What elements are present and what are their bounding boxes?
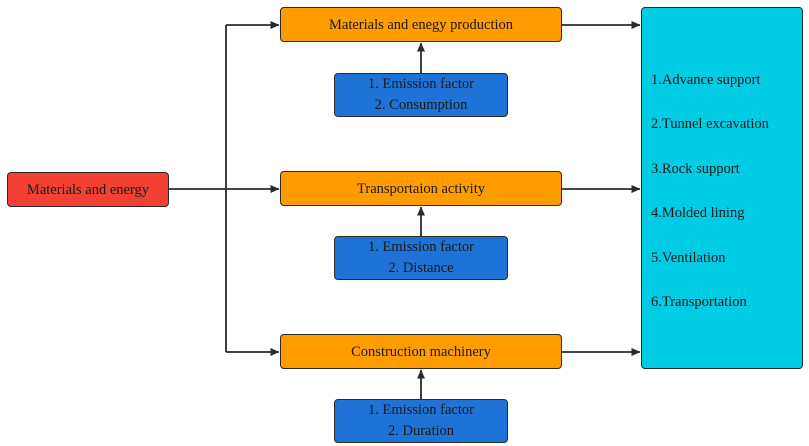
parameter-line-1: 1. Emission factor [368, 76, 474, 92]
parameter-line-2: 2. Distance [388, 260, 454, 276]
construction-machinery-node: Construction machinery [280, 334, 562, 369]
construction-machinery-label: Construction machinery [351, 343, 491, 360]
parameter-line-2: 2. Duration [387, 423, 455, 439]
parameter-line-1: 1. Emission factor [368, 239, 474, 255]
stage-ventilation: 5.Ventilation [651, 249, 726, 266]
materials-and-energy-label: Materials and energy [26, 181, 150, 198]
transportation-activity-label: Transportaion activity [357, 180, 485, 197]
transportation-activity-node: Transportaion activity [280, 171, 562, 206]
duration-parameters-node: 1. Emission factor 2. Duration [334, 399, 508, 443]
stage-tunnel-excavation: 2.Tunnel excavation [651, 116, 769, 133]
parameter-line-1: 1. Emission factor [368, 402, 474, 418]
stage-transportation: 6.Transportation [651, 293, 747, 310]
materials-production-node: Materials and enegy production [280, 7, 562, 42]
construction-stages-list: 1.Advance support 2.Tunnel excavation 3.… [651, 70, 769, 312]
materials-production-label: Materials and enegy production [328, 16, 513, 33]
construction-stages-node: 1.Advance support 2.Tunnel excavation 3.… [641, 7, 803, 369]
stage-rock-support: 3.Rock support [651, 160, 740, 177]
stage-molded-lining: 4.Molded lining [651, 205, 745, 222]
parameter-line-2: 2. Consumption [374, 97, 468, 113]
consumption-parameters-node: 1. Emission factor 2. Consumption [334, 73, 508, 117]
distance-parameters-node: 1. Emission factor 2. Distance [334, 236, 508, 280]
stage-advance-support: 1.Advance support [651, 72, 761, 88]
materials-and-energy-node: Materials and energy [7, 172, 169, 207]
